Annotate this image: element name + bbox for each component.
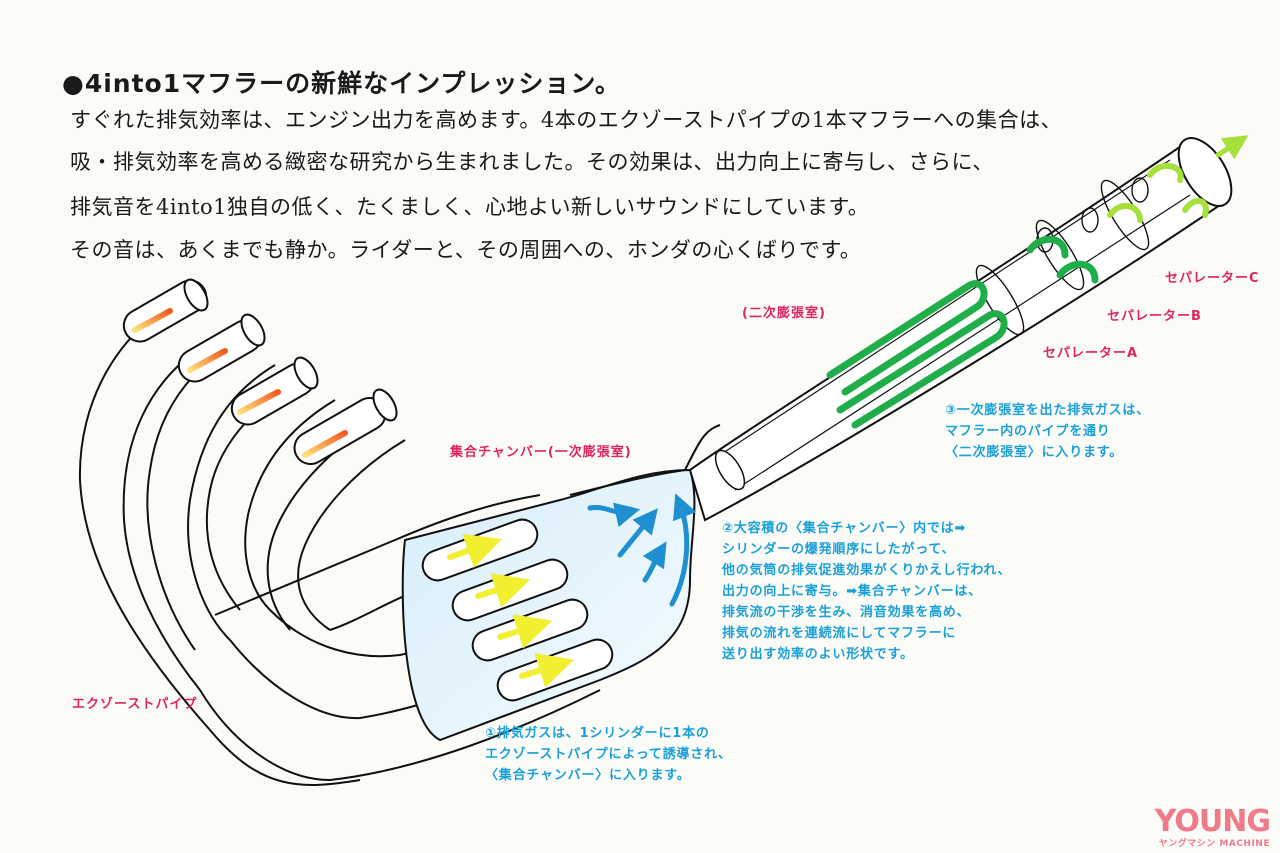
label-separator-a: セパレーターA [1043, 346, 1139, 361]
outlet-arrow-icon [1215, 135, 1249, 160]
logo-main-text: YOUNG [1154, 804, 1271, 839]
note-3-line: ③一次膨張室を出た排気ガスは、 [945, 403, 1151, 418]
body-text-line-1: すぐれた排気効率は、エンジン出力を高めます。4本のエクゾーストパイプの1本マフラ… [70, 108, 1063, 132]
note-2-line: 他の気筒の排気促進効果がくりかえし行われ、 [722, 563, 1012, 578]
pipe-flanges [122, 278, 398, 465]
note-3-line: マフラー内のパイプを通り [945, 424, 1111, 439]
muffler-body [688, 137, 1233, 522]
note-1-line: エクゾーストパイプによって誘導され、 [485, 747, 732, 762]
label-collector-chamber: 集合チャンバー(一次膨張室) [450, 445, 632, 460]
note-step-1: ①排気ガスは、1シリンダーに1本の エクゾーストパイプによって誘導され、 〈集合… [485, 723, 732, 786]
page-title: ●4into1マフラーの新鮮なインプレッション。 [62, 69, 621, 98]
muffler-lime-pipes [1107, 163, 1209, 223]
note-2-line: 出力の向上に寄与。➡集合チャンバーは、 [722, 584, 982, 599]
label-secondary-chamber: (二次膨張室) [742, 306, 826, 321]
logo-sub-text: ヤングマシン MACHINE [1158, 839, 1270, 849]
note-1-line: 〈集合チャンバー〉に入ります。 [485, 768, 691, 783]
note-2-line: ②大容積の〈集合チャンバー〉内では➡ [722, 521, 967, 536]
note-2-line: 排気の流れを連続流にしてマフラーに [722, 626, 957, 641]
pipe-heat-glow [132, 308, 348, 458]
label-separator-c: セパレーターC [1165, 271, 1260, 286]
muffler-green-pipes [826, 235, 1099, 429]
note-step-3: ③一次膨張室を出た排気ガスは、 マフラー内のパイプを通り 〈二次膨張室〉に入りま… [945, 400, 1150, 463]
note-step-2: ②大容積の〈集合チャンバー〉内では➡ シリンダーの爆発順序にしたがって、 他の気… [722, 518, 1011, 665]
note-2-line: 排気流の干渉を生み、消音効果を高め、 [722, 605, 971, 620]
note-3-line: 〈二次膨張室〉に入ります。 [945, 445, 1124, 460]
label-separator-b: セパレーターB [1107, 309, 1202, 324]
note-1-line: ①排気ガスは、1シリンダーに1本の [485, 726, 710, 741]
body-text-line-4: その音は、あくまでも静か。ライダーと、その周囲への、ホンダの心くばりです。 [70, 238, 862, 262]
flow-arrows-blue [587, 493, 697, 607]
note-2-line: シリンダーの爆発順序にしたがって、 [722, 542, 956, 557]
note-2-line: 送り出す効率のよい形状です。 [722, 647, 914, 662]
body-text-line-3: 排気音を4into1独自の低く、たくましく、心地よい新しいサウンドにしています。 [70, 195, 870, 219]
label-exhaust-pipe: エクゾーストパイプ [72, 697, 198, 712]
body-text-line-2: 吸・排気効率を高める緻密な研究から生まれました。その効果は、出力向上に寄与し、さ… [70, 150, 994, 174]
flow-arrows-yellow [447, 533, 575, 688]
young-machine-logo: YOUNG ヤングマシン MACHINE [1140, 804, 1271, 850]
